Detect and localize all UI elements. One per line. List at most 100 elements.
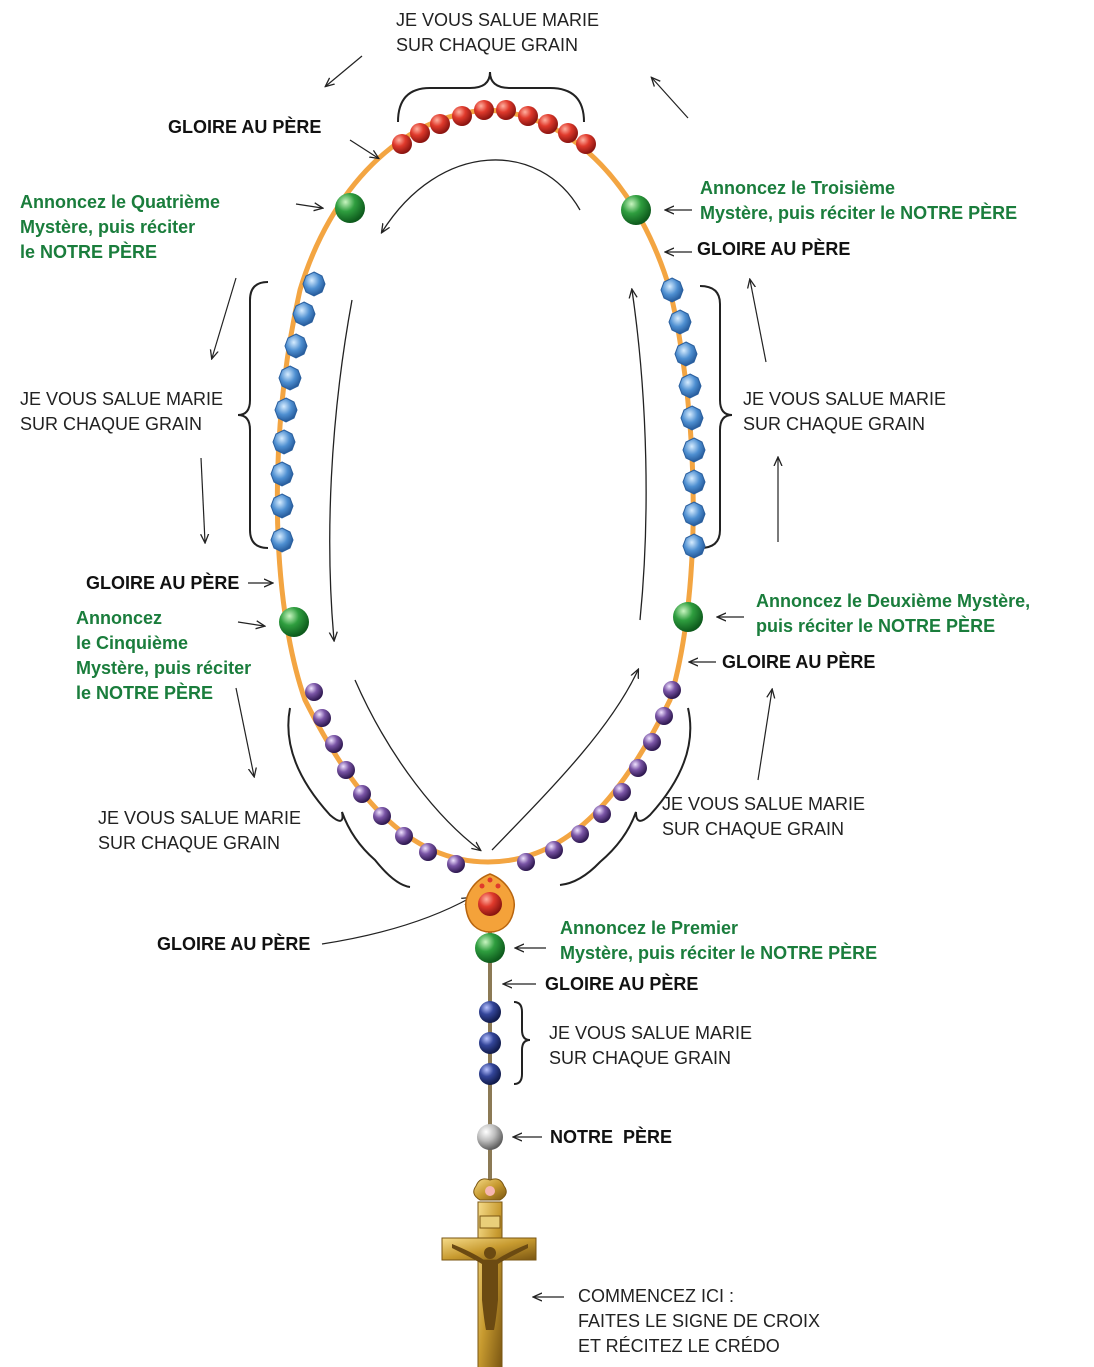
bead <box>447 855 465 873</box>
bead <box>272 429 296 455</box>
bead <box>452 106 472 126</box>
glory-be-label: GLOIRE AU PÈRE <box>157 934 311 954</box>
glory-be-label: GLOIRE AU PÈRE <box>545 974 699 994</box>
bead <box>302 271 326 297</box>
flow-arrow-top-left <box>326 55 363 86</box>
flow-arrow-left-1 <box>212 277 237 358</box>
bottom-right-decade-beads <box>517 681 681 871</box>
bead <box>479 1032 501 1054</box>
bead <box>571 825 589 843</box>
bead <box>278 365 302 391</box>
bead <box>682 469 706 495</box>
glory-be-label: GLOIRE AU PÈRE <box>697 239 851 259</box>
bead <box>558 123 578 143</box>
bead <box>682 501 706 527</box>
our-father-bead <box>673 602 703 632</box>
centerpiece-medal <box>465 873 515 933</box>
bead <box>284 333 308 359</box>
bead <box>545 841 563 859</box>
bead <box>682 437 706 463</box>
glory-be-label: GLOIRE AU PÈRE <box>168 117 322 137</box>
right-brace <box>699 285 733 549</box>
bead <box>678 373 702 399</box>
bead <box>410 123 430 143</box>
bead <box>593 805 611 823</box>
left-decade-beads <box>270 271 326 553</box>
corpus <box>452 1244 528 1330</box>
glory-be-label: GLOIRE AU PÈRE <box>86 573 240 593</box>
bead <box>660 277 684 303</box>
flow-arrow-left-3 <box>235 687 254 776</box>
bead <box>353 785 371 803</box>
pointer-glory-center <box>321 898 470 945</box>
bead <box>663 681 681 699</box>
bead <box>292 301 316 327</box>
bead <box>274 397 298 423</box>
flow-arrow-inner-top <box>382 159 581 232</box>
bead <box>674 341 698 367</box>
bead <box>313 709 331 727</box>
bottom-right-brace <box>559 707 692 886</box>
bead <box>479 1063 501 1085</box>
bead <box>270 527 294 553</box>
bead <box>337 761 355 779</box>
stem-beads <box>477 1001 503 1150</box>
pointer-glory-top-left <box>349 139 378 158</box>
flow-arrow-left-2 <box>201 457 205 542</box>
bead <box>474 100 494 120</box>
bead <box>430 114 450 134</box>
bead <box>305 683 323 701</box>
silver-bead <box>477 1124 503 1150</box>
bead <box>576 134 596 154</box>
bead <box>682 533 706 559</box>
crucifix <box>441 1178 537 1367</box>
bead <box>325 735 343 753</box>
left-brace <box>237 281 269 549</box>
glory-be-label: GLOIRE AU PÈRE <box>722 652 876 672</box>
our-father-bead <box>279 607 309 637</box>
bead <box>518 106 538 126</box>
our-father-label: NOTRE PÈRE <box>550 1127 673 1147</box>
top-decade-beads <box>392 100 596 154</box>
bead <box>392 134 412 154</box>
bead <box>395 827 413 845</box>
bead <box>643 733 661 751</box>
bead <box>680 405 704 431</box>
flow-arrow-top-right <box>652 78 689 119</box>
bead <box>479 1001 501 1023</box>
top-brace <box>397 71 585 123</box>
bead <box>270 493 294 519</box>
bead <box>419 843 437 861</box>
bead <box>496 100 516 120</box>
flow-arrow-right-3 <box>757 690 772 781</box>
right-decade-beads <box>660 277 706 559</box>
bead <box>538 114 558 134</box>
our-father-bead <box>335 193 365 223</box>
flow-arrow-inner-right <box>632 290 647 621</box>
flow-arrow-inner-left <box>330 299 353 640</box>
our-father-bead <box>621 195 651 225</box>
bottom-left-brace <box>287 707 411 888</box>
bead <box>629 759 647 777</box>
our-father-bead <box>475 933 505 963</box>
pointer-fourth-mystery <box>295 204 322 208</box>
our-father-beads <box>279 193 703 963</box>
stem-brace <box>513 1001 531 1085</box>
flow-arrow-inner-bottom-left <box>354 679 480 850</box>
bead <box>517 853 535 871</box>
second-mystery-label: Annoncez le Deuxième Mystère, puis récit… <box>756 591 1031 636</box>
flow-arrow-inner-bottom-right <box>491 670 638 851</box>
bead <box>270 461 294 487</box>
bead <box>668 309 692 335</box>
